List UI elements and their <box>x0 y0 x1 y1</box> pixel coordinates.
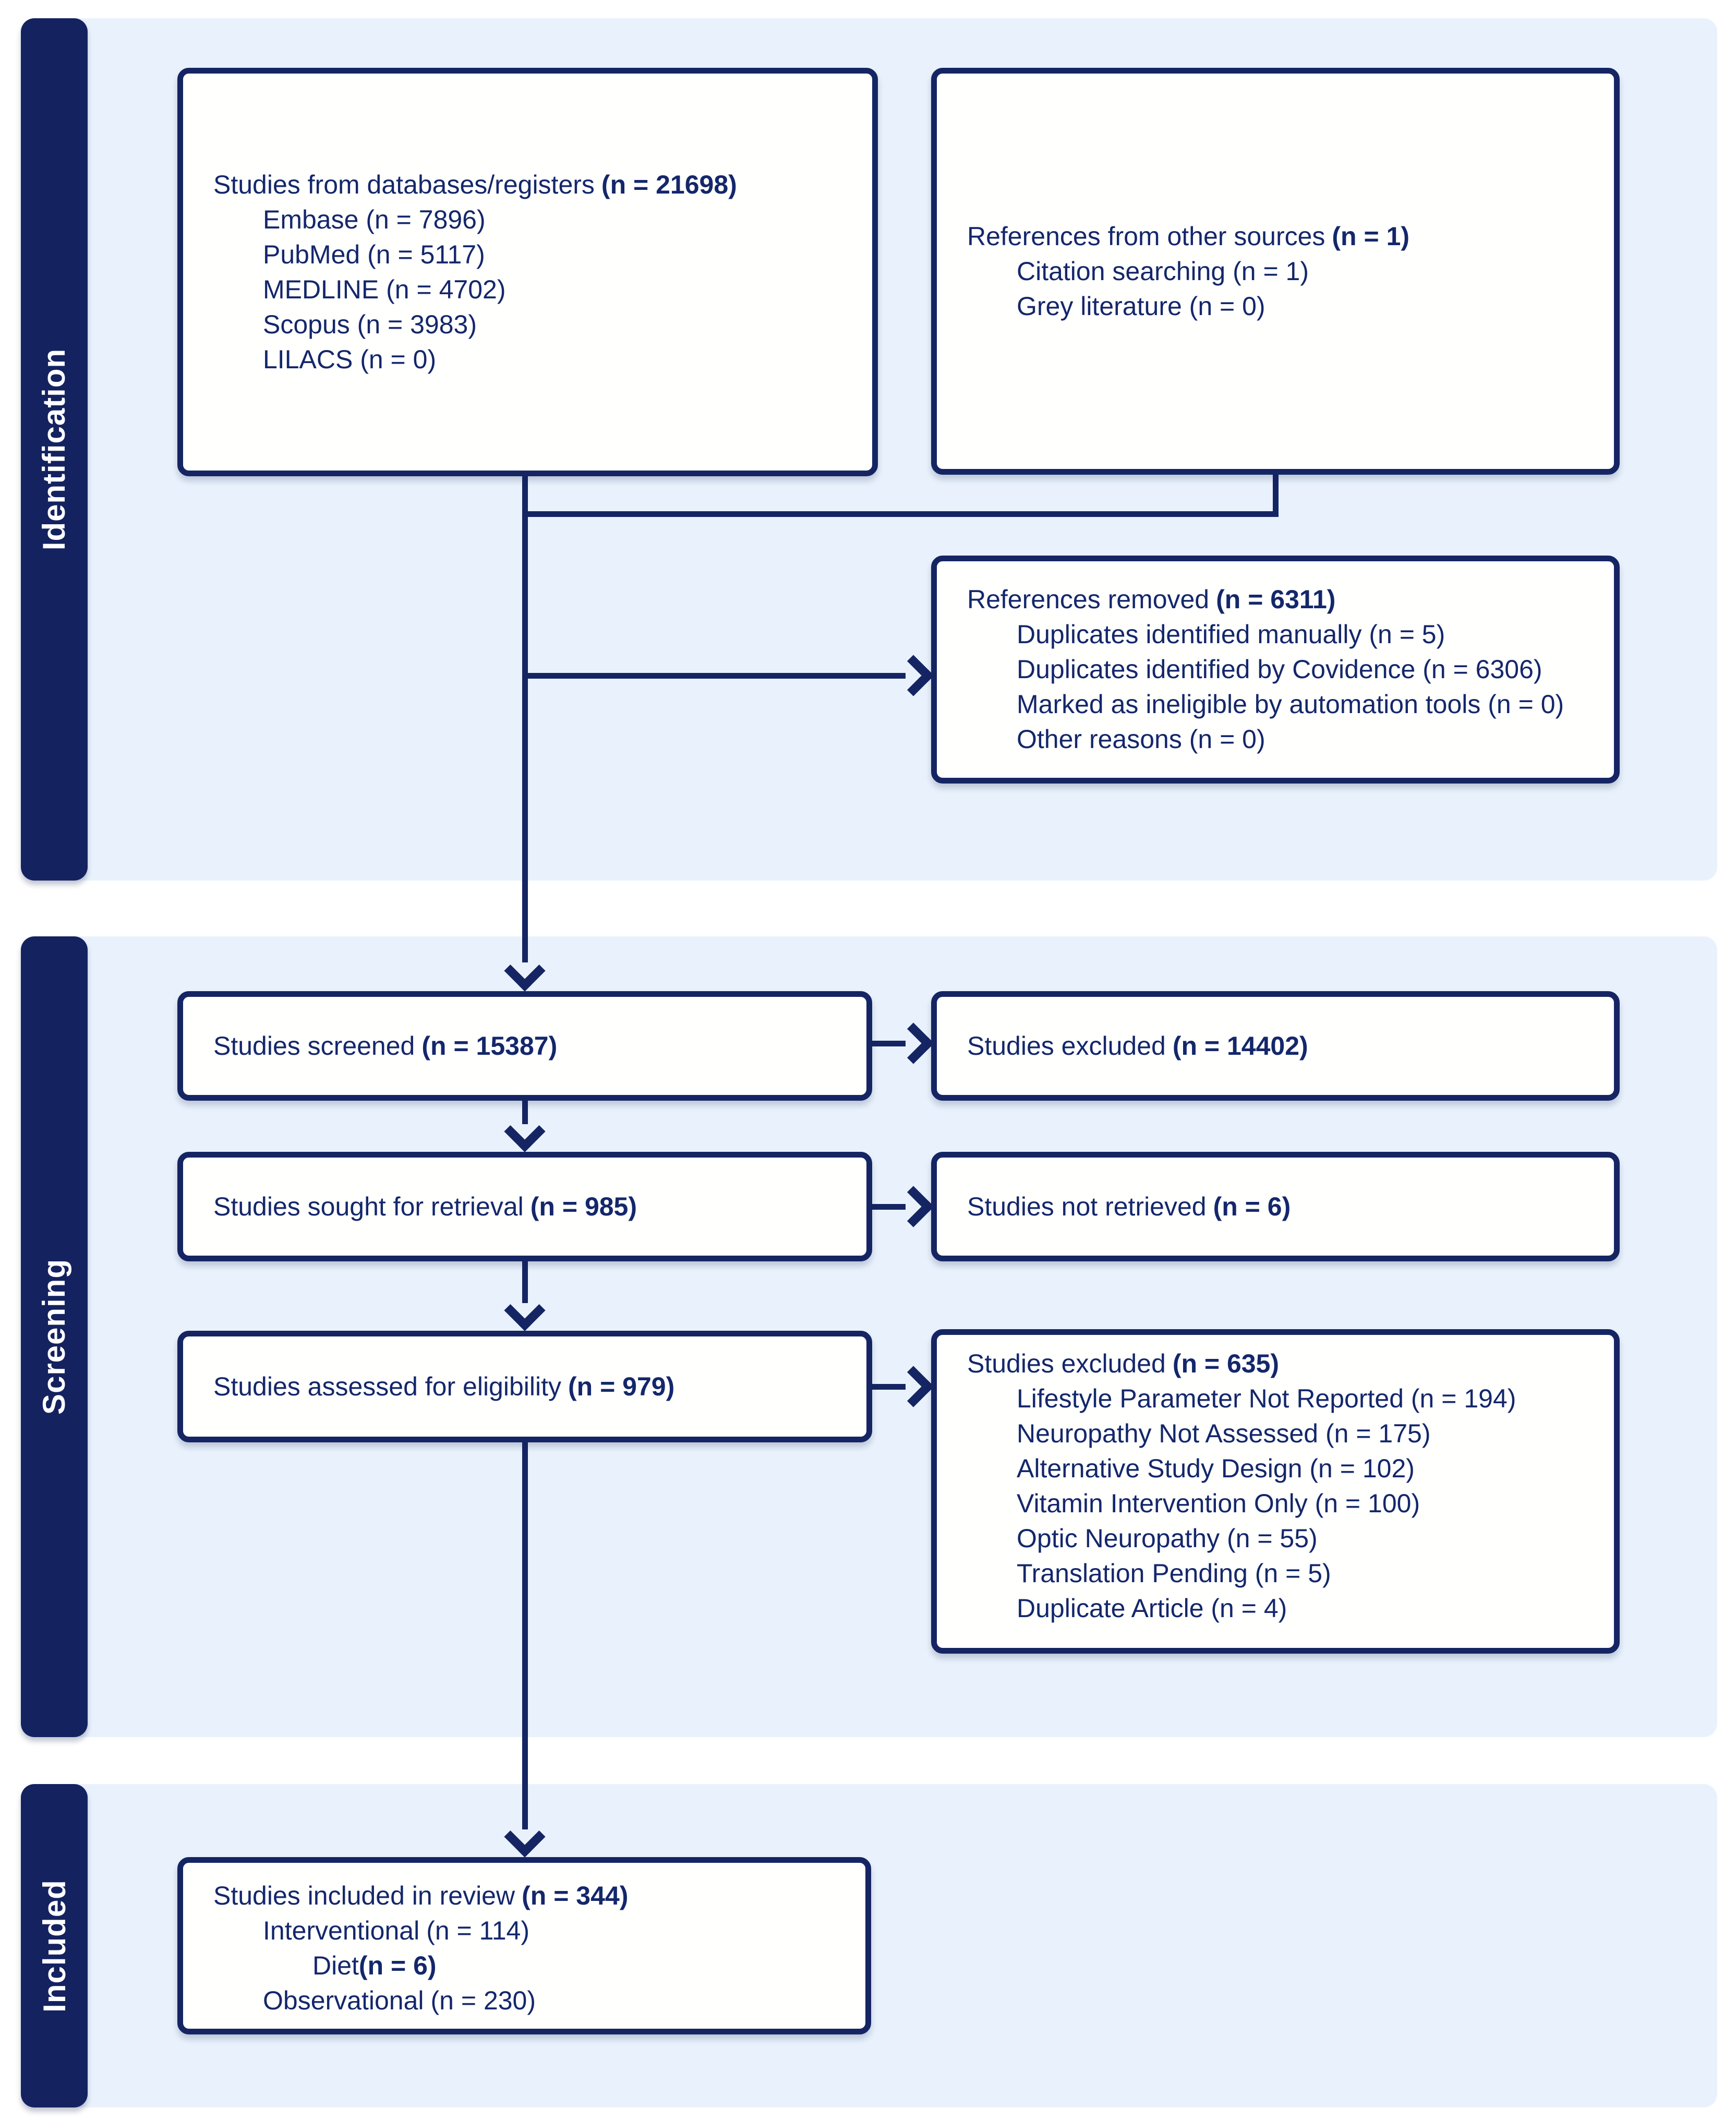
removed-reason-item: Marked as ineligible by automation tools… <box>1017 690 1564 719</box>
exclusion-reason-item: Translation Pending (n = 5) <box>1017 1559 1331 1588</box>
removed-reason-item: Duplicates identified by Covidence (n = … <box>1017 655 1542 684</box>
box-databases-title: Studies from databases/registers(n = 216… <box>213 170 737 199</box>
connector-screened-to-excluded <box>872 1041 906 1046</box>
box-references-removed: References removed(n = 6311) Duplicates … <box>931 556 1620 784</box>
box-studies-sought: Studies sought for retrieval(n = 985) <box>177 1152 872 1261</box>
database-item: PubMed (n = 5117) <box>263 239 485 269</box>
database-item: LILACS (n = 0) <box>263 344 437 374</box>
other-source-item: Grey literature (n = 0) <box>1017 291 1265 321</box>
box-included-title: Studies included in review(n = 344) <box>213 1881 629 1910</box>
other-source-item: Citation searching (n = 1) <box>1017 256 1309 286</box>
included-item-interventional: Interventional(n = 114) <box>263 1916 530 1945</box>
sidebar-label-identification: Identification <box>37 348 72 551</box>
box-other-sources: References from other sources(n = 1) Cit… <box>931 68 1620 475</box>
exclusion-reason-item: Alternative Study Design (n = 102) <box>1017 1454 1415 1483</box>
sidebar-screening: Screening <box>21 936 88 1737</box>
connector-databases-to-screened <box>522 476 528 962</box>
sidebar-identification: Identification <box>21 18 88 881</box>
box-studies-excluded-screening: Studies excluded(n = 14402) <box>931 991 1620 1101</box>
box-references-removed-title: References removed(n = 6311) <box>967 585 1336 614</box>
connector-sought-to-not-retrieved <box>872 1204 906 1210</box>
connector-assessed-to-excluded <box>872 1384 906 1390</box>
database-item: Embase (n = 7896) <box>263 204 486 234</box>
box-studies-assessed: Studies assessed for eligibility(n = 979… <box>177 1331 872 1442</box>
exclusion-reason-item: Neuropathy Not Assessed (n = 175) <box>1017 1419 1431 1448</box>
exclusion-reason-item: Duplicate Article (n = 4) <box>1017 1594 1287 1623</box>
box-excluded-screening-title: Studies excluded(n = 14402) <box>967 1031 1308 1061</box>
sidebar-included: Included <box>21 1784 88 2107</box>
sidebar-label-screening: Screening <box>37 1258 72 1415</box>
connector-sought-to-assessed <box>522 1261 528 1303</box>
box-excluded-eligibility-title: Studies excluded(n = 635) <box>967 1349 1280 1378</box>
removed-reason-item: Duplicates identified manually (n = 5) <box>1017 620 1445 649</box>
connector-screened-to-sought <box>522 1101 528 1124</box>
box-sought-title: Studies sought for retrieval(n = 985) <box>213 1191 637 1221</box>
connector-assessed-to-included <box>522 1442 528 1829</box>
box-other-sources-title: References from other sources(n = 1) <box>967 221 1410 251</box>
included-item-diet: Diet(n = 6) <box>312 1951 437 1980</box>
box-not-retrieved-title: Studies not retrieved(n = 6) <box>967 1191 1291 1221</box>
connector-other-sources-down <box>1273 475 1279 516</box>
box-assessed-title: Studies assessed for eligibility(n = 979… <box>213 1371 675 1401</box>
removed-reason-item: Other reasons (n = 0) <box>1017 725 1265 754</box>
box-studies-included: Studies included in review(n = 344) Inte… <box>177 1857 871 2034</box>
exclusion-reason-item: Lifestyle Parameter Not Reported (n = 19… <box>1017 1384 1516 1413</box>
connector-to-references-removed <box>522 673 906 679</box>
database-item: MEDLINE (n = 4702) <box>263 274 506 304</box>
database-item: Scopus (n = 3983) <box>263 309 477 339</box>
box-studies-screened: Studies screened(n = 15387) <box>177 991 872 1101</box>
sidebar-label-included: Included <box>37 1879 72 2013</box>
box-studies-excluded-eligibility: Studies excluded(n = 635) Lifestyle Para… <box>931 1329 1620 1654</box>
included-item-observational: Observational(n = 230) <box>263 1986 536 2015</box>
box-screened-title: Studies screened(n = 15387) <box>213 1031 558 1061</box>
connector-merge-horizontal <box>522 511 1279 517</box>
exclusion-reason-item: Vitamin Intervention Only (n = 100) <box>1017 1489 1420 1518</box>
box-databases-registers: Studies from databases/registers(n = 216… <box>177 68 878 476</box>
exclusion-reason-item: Optic Neuropathy (n = 55) <box>1017 1524 1318 1553</box>
box-studies-not-retrieved: Studies not retrieved(n = 6) <box>931 1152 1620 1261</box>
